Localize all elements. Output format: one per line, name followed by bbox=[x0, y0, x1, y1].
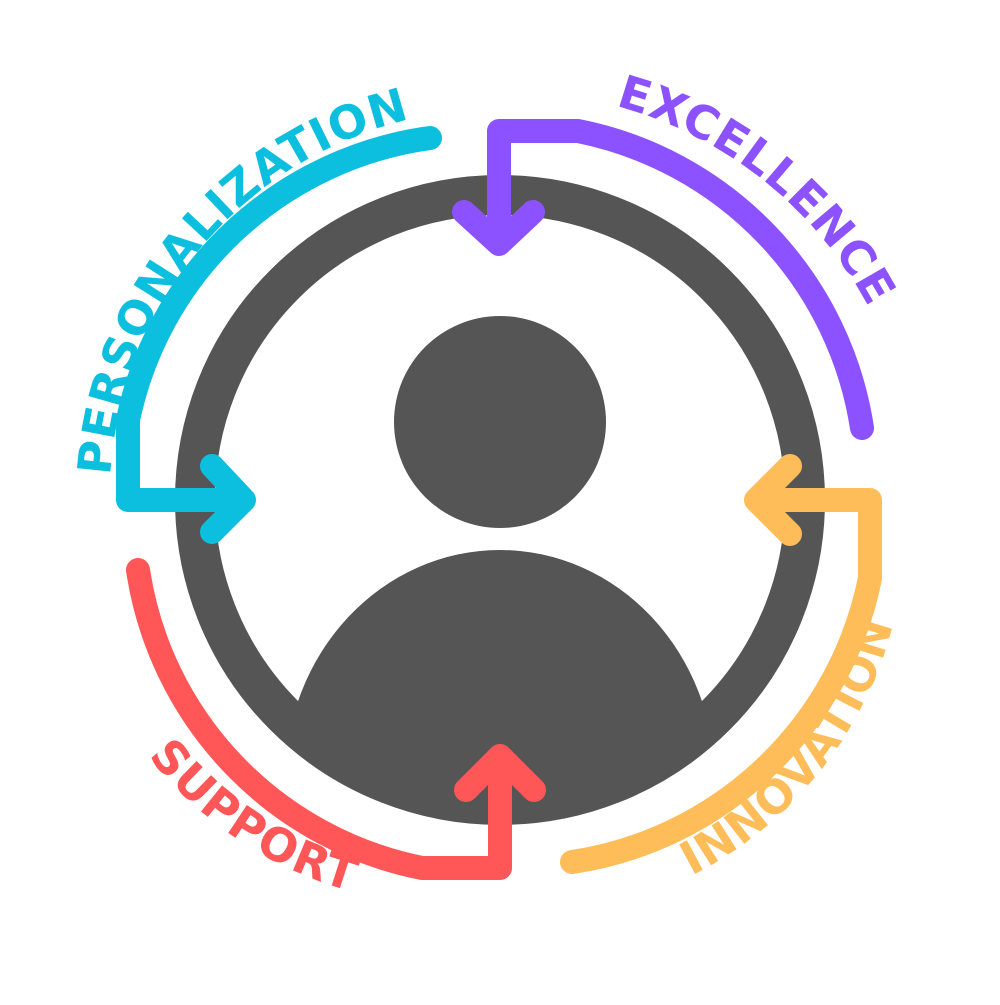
excellence-arrow bbox=[452, 119, 874, 440]
personalization-arrow bbox=[116, 126, 442, 544]
user-head bbox=[394, 316, 606, 528]
support-arrow bbox=[126, 558, 546, 880]
innovation-arrow bbox=[560, 454, 882, 874]
